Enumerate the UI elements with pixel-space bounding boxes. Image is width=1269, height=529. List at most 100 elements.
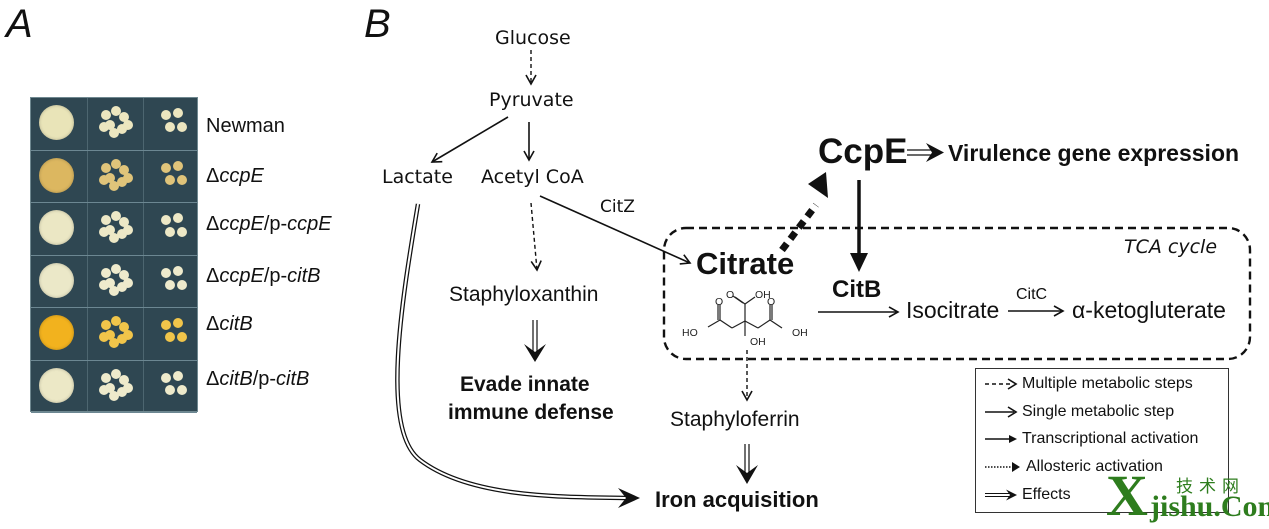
colony [165, 384, 175, 395]
colony [101, 162, 111, 173]
colony [105, 225, 115, 235]
colony [99, 384, 109, 395]
atom-oh-top: OH [755, 289, 771, 301]
solid-arrow-icon [985, 406, 1018, 418]
atom-o-right: O [767, 296, 775, 308]
colony [177, 122, 187, 132]
atom-o-top: O [726, 289, 734, 301]
colony-spot-undiluted [39, 262, 74, 298]
colony [117, 176, 127, 187]
colony [123, 225, 133, 235]
colony [117, 334, 127, 344]
colony [177, 174, 187, 185]
legend-label: Single metabolic step [1022, 403, 1175, 420]
colony [117, 386, 127, 397]
agar-plate-photo [30, 97, 198, 413]
colony [119, 217, 129, 227]
tca-cycle-label: TCA cycle [1124, 236, 1218, 258]
colony [111, 158, 121, 169]
node-lactate: Lactate [382, 166, 453, 188]
plate-column-divider [143, 98, 144, 411]
tca-cycle-box [662, 226, 1252, 361]
colony [99, 122, 109, 132]
colony [105, 172, 115, 183]
colony [123, 172, 133, 183]
plate-row [31, 361, 197, 413]
outcome-evade-line1: Evade innate [460, 373, 590, 396]
colony [165, 174, 175, 185]
atom-o-left: O [715, 296, 723, 308]
strain-label: Newman [206, 115, 285, 137]
effect-arrow-icon [985, 489, 1017, 501]
node-citrate: Citrate [696, 246, 795, 281]
filled-arrow-icon [985, 435, 1017, 443]
colony [101, 215, 111, 225]
colony [119, 322, 129, 332]
plate-row [31, 256, 197, 308]
colony [109, 128, 119, 138]
colony [119, 374, 129, 385]
outcome-iron-acquisition: Iron acquisition [655, 487, 819, 512]
strain-label: ΔccpE [206, 165, 264, 187]
colony [111, 316, 121, 326]
legend-item-effects: Effects [984, 485, 1071, 505]
panel-b-label: B [364, 2, 391, 46]
colony [177, 332, 187, 342]
citrate-structure [707, 295, 783, 336]
strain-label: ΔcitB/p-citB [206, 368, 310, 390]
colony [161, 215, 171, 225]
node-glucose: Glucose [495, 27, 571, 49]
legend-item-allosteric: Allosteric activation [984, 457, 1163, 477]
colony [161, 372, 171, 383]
outcome-virulence: Virulence gene expression [948, 140, 1240, 166]
colony [109, 390, 119, 401]
strain-label: ΔccpE/p-citB [206, 265, 321, 287]
colony [173, 213, 183, 223]
colony [101, 372, 111, 383]
watermark-letter: X [1106, 463, 1148, 528]
colony [105, 330, 115, 340]
plate-row [31, 151, 197, 203]
outcome-evade-line2: immune defense [448, 401, 614, 424]
plate-row [31, 308, 197, 361]
effect-arrow-staphyloferrin-iron [736, 444, 758, 484]
colony-spot-undiluted [39, 105, 74, 140]
watermark-chinese: 技术网 [1176, 477, 1245, 497]
colony [177, 279, 187, 290]
colony [123, 330, 133, 340]
node-staphyloferrin: Staphyloferrin [670, 408, 800, 431]
plate-row [31, 98, 197, 151]
enzyme-citb: CitB [832, 276, 882, 303]
colony [165, 227, 175, 237]
node-staphyloxanthin: Staphyloxanthin [449, 283, 599, 306]
colony [173, 160, 183, 171]
plate-row [31, 203, 197, 256]
legend-item-multiple-steps: Multiple metabolic steps [984, 374, 1193, 394]
colony [111, 263, 121, 274]
colony [109, 338, 119, 348]
atom-oh-bottom: OH [750, 336, 766, 348]
colony [109, 233, 119, 243]
colony-spot-undiluted [39, 157, 74, 193]
colony [165, 332, 175, 342]
colony [173, 265, 183, 276]
watermark: X 技术网 jishu.Com [1106, 463, 1269, 528]
enzyme-citz: CitZ [600, 197, 635, 217]
colony-spot-undiluted [39, 367, 74, 403]
node-acetyl-coa: Acetyl CoA [481, 166, 584, 188]
colony [165, 122, 175, 132]
colony [161, 110, 171, 120]
colony [111, 106, 121, 116]
enzyme-citc: CitC [1016, 286, 1048, 303]
colony [173, 108, 183, 118]
colony [123, 120, 133, 130]
legend-label: Effects [1022, 486, 1071, 503]
colony [123, 277, 133, 288]
colony [177, 384, 187, 395]
legend-label: Multiple metabolic steps [1022, 375, 1193, 392]
colony [109, 285, 119, 296]
colony [173, 370, 183, 381]
watermark-domain: jishu.Com [1150, 490, 1269, 523]
colony [105, 120, 115, 130]
colony [119, 112, 129, 122]
